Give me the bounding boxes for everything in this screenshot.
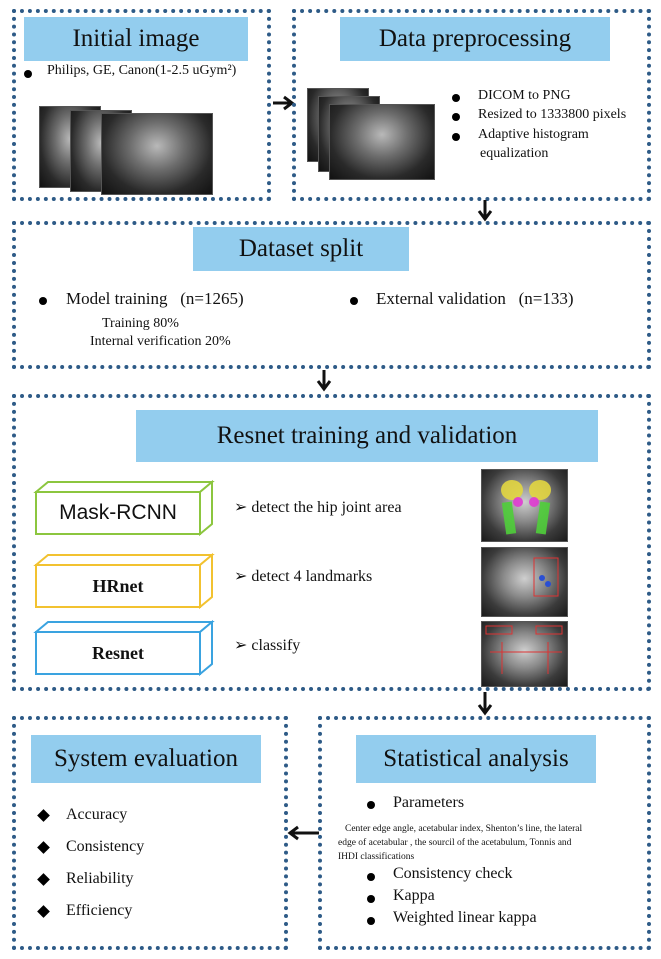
data-preprocessing-title: Data preprocessing — [340, 17, 610, 61]
mask-rcnn-block — [33, 479, 215, 537]
arrow-down-icon — [477, 692, 493, 716]
hrnet-desc: ➢ detect 4 landmarks — [234, 568, 373, 585]
bullet-dot — [24, 70, 32, 78]
parameters-detail-3: IHDI classifications — [338, 852, 415, 862]
parameters-detail-1: Center edge angle, acetabular index, She… — [345, 824, 583, 834]
bullet-dot — [350, 297, 358, 305]
dataset-split-box — [12, 221, 651, 369]
preproc-item-1: DICOM to PNG — [478, 88, 571, 103]
system-evaluation-title: System evaluation — [31, 735, 261, 783]
model-training-label: Model training (n=1265) — [66, 289, 244, 308]
bullet-dot — [367, 895, 375, 903]
preproc-item-3b: equalization — [480, 146, 549, 161]
resnet-training-box — [12, 394, 651, 691]
eval-item-consistency: Consistency — [66, 838, 145, 855]
landmark-overlay — [533, 557, 559, 597]
mask-rcnn-label: Mask-RCNN — [59, 501, 177, 524]
stat-item-consistency-check: Consistency check — [393, 865, 513, 882]
parameters-detail-2: edge of acetabular , the sourcil of the … — [338, 838, 572, 848]
eval-item-efficiency: Efficiency — [66, 902, 133, 919]
segmentation-overlay — [501, 480, 551, 535]
parameters-label: Parameters — [393, 794, 465, 811]
statistical-analysis-box — [318, 716, 651, 950]
bullet-dot — [39, 297, 47, 305]
mask-rcnn-desc: ➢ detect the hip joint area — [234, 499, 402, 516]
resnet-label: Resnet — [92, 642, 144, 663]
hrnet-label: HRnet — [92, 575, 144, 596]
arrow-down-icon — [477, 200, 493, 222]
eval-item-reliability: Reliability — [66, 870, 134, 887]
xray-classification — [481, 621, 568, 687]
xray-landmarks — [481, 547, 568, 617]
data-preprocessing-box — [292, 9, 651, 201]
preproc-item-2: Resized to 1333800 pixels — [478, 107, 627, 122]
arrow-left-icon — [287, 825, 319, 841]
statistical-analysis-title: Statistical analysis — [356, 735, 596, 783]
resnet-block — [33, 619, 215, 677]
internal-verification-label: Internal verification 20% — [90, 334, 231, 349]
arrow-down-icon — [316, 370, 332, 392]
bullet-dot — [452, 113, 460, 121]
system-evaluation-box — [12, 716, 288, 950]
resnet-desc: ➢ classify — [234, 637, 301, 654]
resnet-training-title: Resnet training and validation — [136, 410, 598, 462]
bullet-dot — [452, 94, 460, 102]
bullet-dot — [367, 801, 375, 809]
dataset-split-title: Dataset split — [193, 227, 409, 271]
eval-item-accuracy: Accuracy — [66, 806, 128, 823]
classification-overlay — [485, 625, 563, 674]
xray-hip-segmentation — [481, 469, 568, 542]
initial-image-vendors: Philips, GE, Canon(1-2.5 uGym²) — [47, 63, 237, 78]
initial-image-box — [12, 9, 271, 201]
training-split-label: Training 80% — [102, 316, 179, 331]
xray-thumb-3 — [101, 113, 213, 195]
bullet-dot — [367, 873, 375, 881]
xray-thumb-6 — [329, 104, 435, 180]
stat-item-weighted-kappa: Weighted linear kappa — [393, 909, 537, 926]
stat-item-kappa: Kappa — [393, 887, 435, 904]
bullet-dot — [452, 133, 460, 141]
initial-image-title: Initial image — [24, 17, 248, 61]
external-validation-label: External validation (n=133) — [376, 289, 574, 308]
preproc-item-3: Adaptive histogram — [478, 127, 589, 142]
hrnet-block — [33, 552, 215, 610]
bullet-dot — [367, 917, 375, 925]
